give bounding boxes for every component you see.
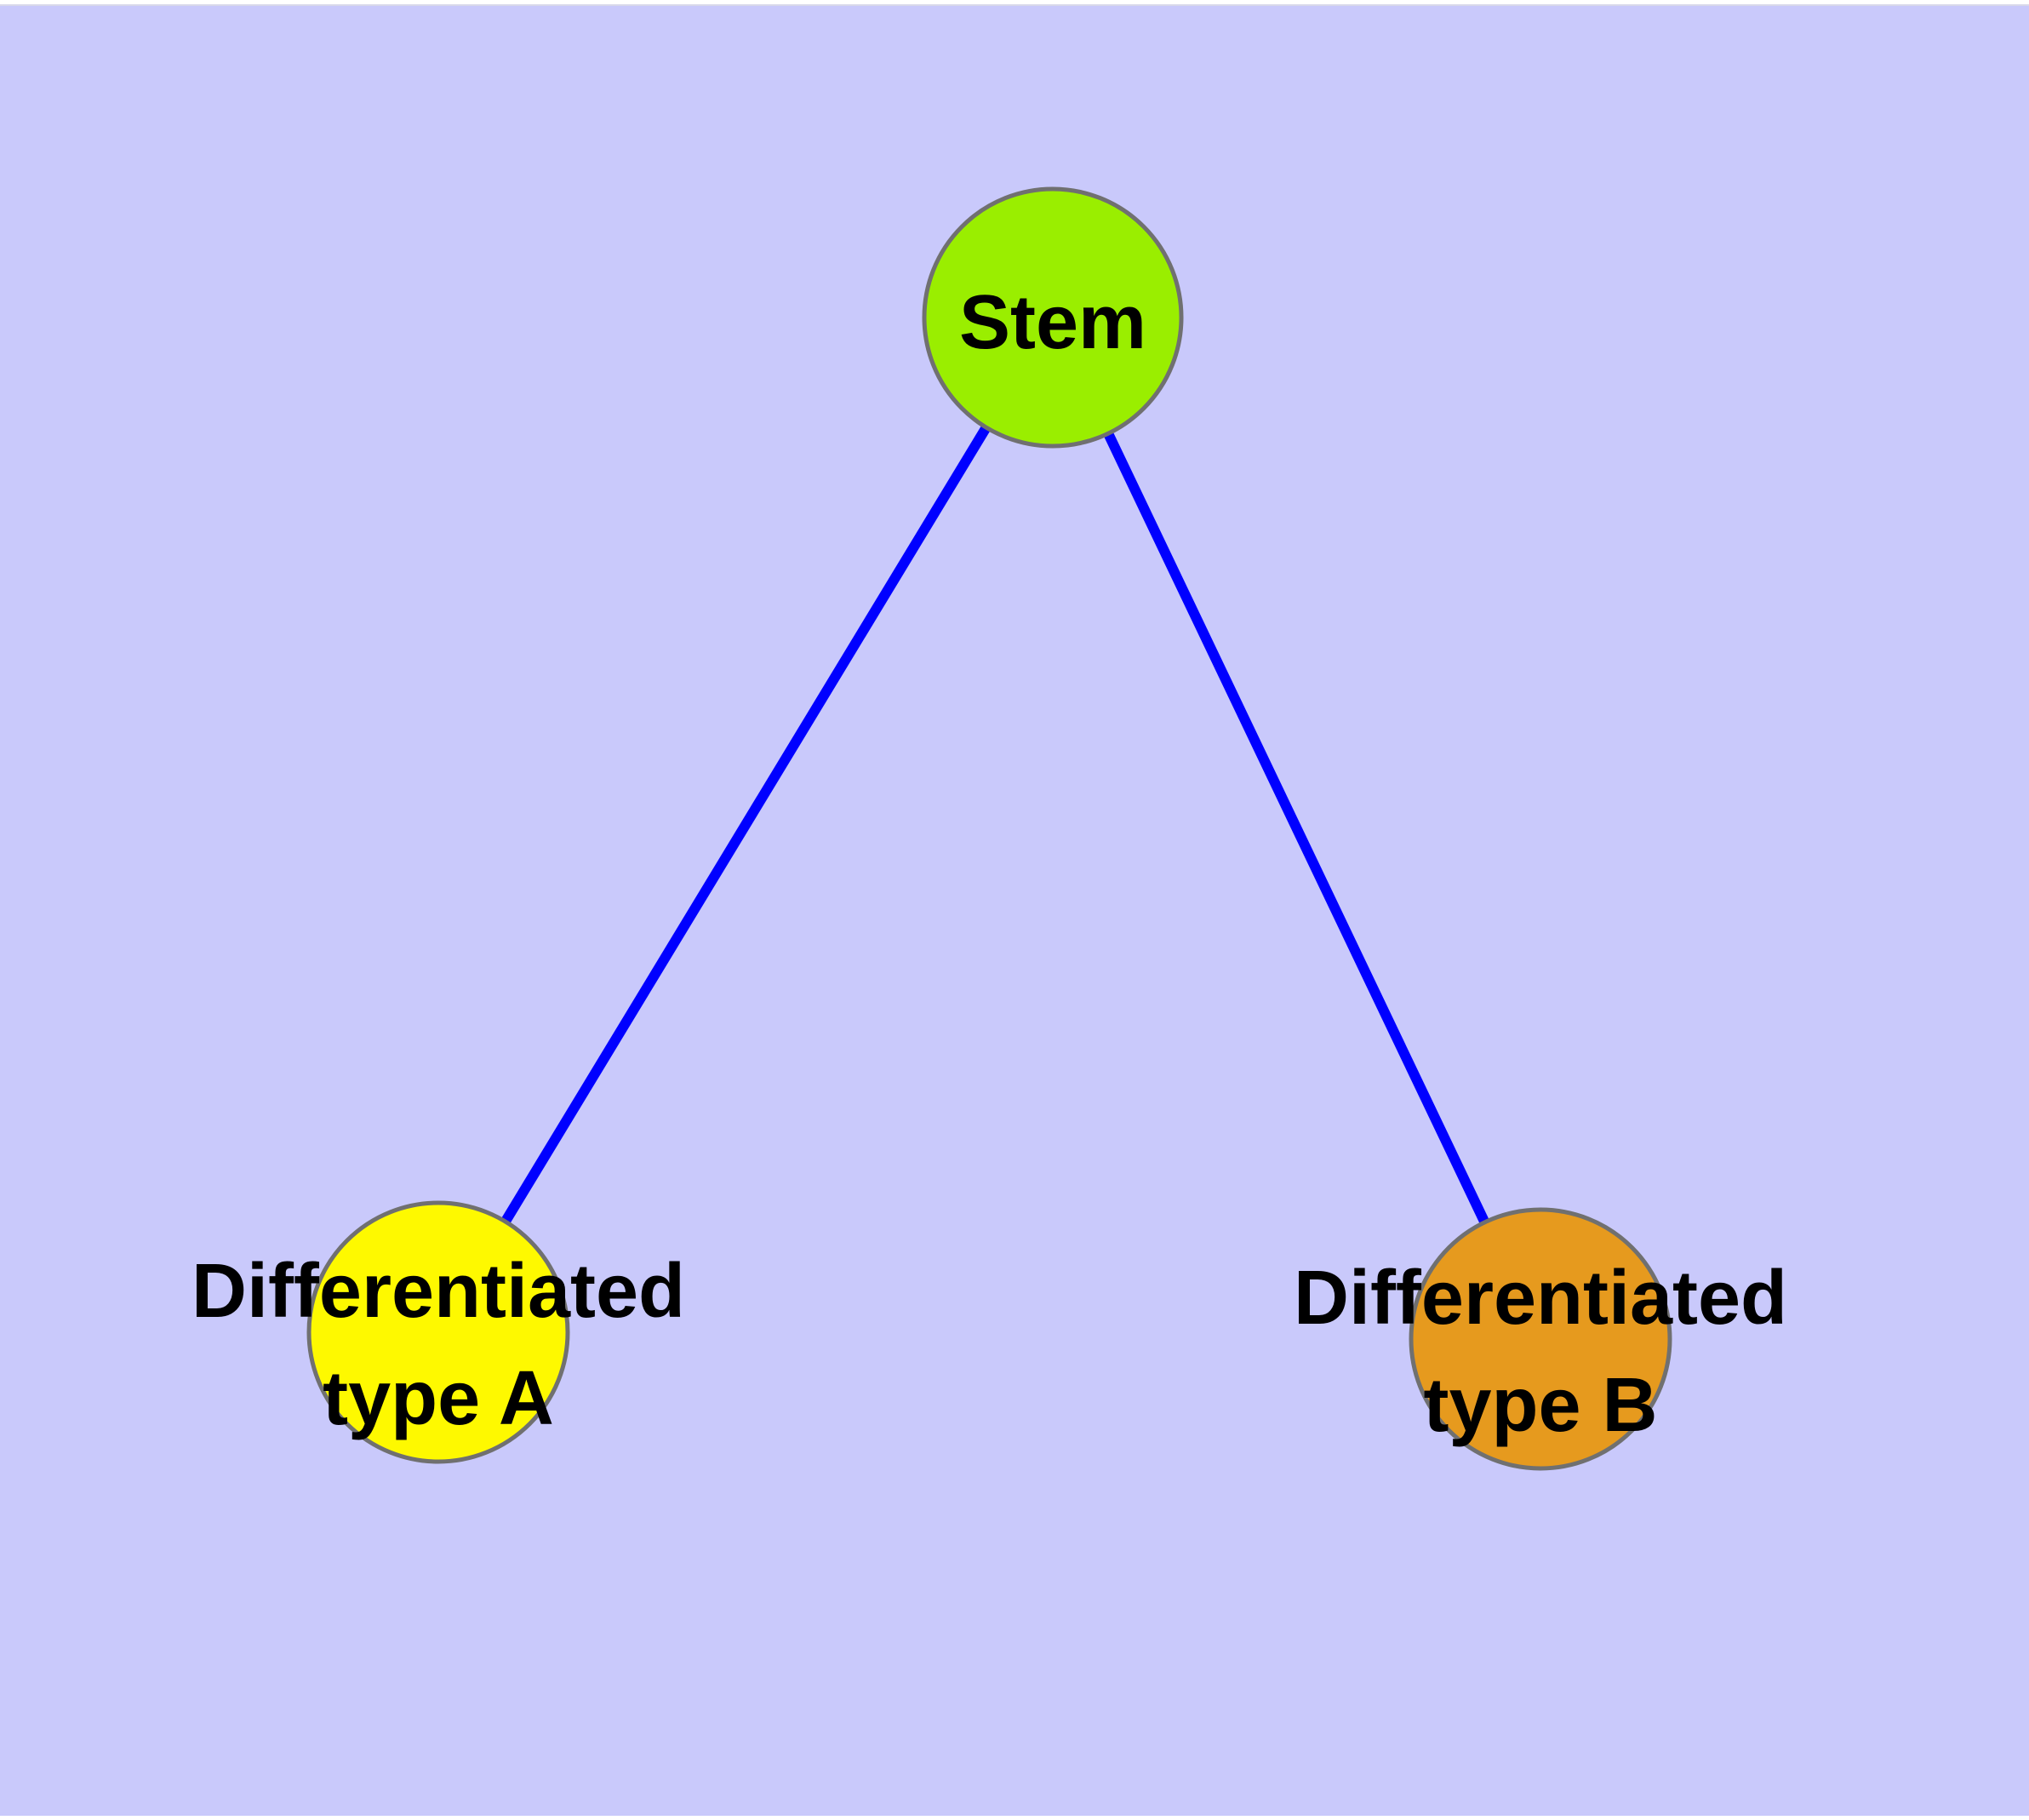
top-margin bbox=[0, 0, 2029, 6]
node-diff-type-a-label: Differentiated type A bbox=[191, 1249, 685, 1441]
node-diff-type-b-circle bbox=[1409, 1207, 1672, 1471]
node-stem-label: Stem bbox=[959, 280, 1146, 365]
node-diff-type-b-label: Differentiated type B bbox=[1294, 1256, 1787, 1448]
node-diff-type-a-label-line-1: Differentiated bbox=[191, 1249, 685, 1334]
node-diff-type-b-label-line-1: Differentiated bbox=[1294, 1256, 1787, 1341]
node-diff-type-a-label-line-2: type A bbox=[323, 1356, 554, 1441]
edge-stem-to-diff-type-a bbox=[433, 314, 1058, 1336]
node-stem-label-line-1: Stem bbox=[959, 280, 1146, 365]
node-diff-type-a-circle bbox=[306, 1200, 570, 1464]
node-diff-type-b-label-line-2: type B bbox=[1423, 1363, 1657, 1448]
bottom-margin bbox=[0, 1817, 2029, 1820]
node-stem-circle bbox=[922, 186, 1184, 449]
edge-stem-to-diff-type-b bbox=[1048, 315, 1546, 1342]
